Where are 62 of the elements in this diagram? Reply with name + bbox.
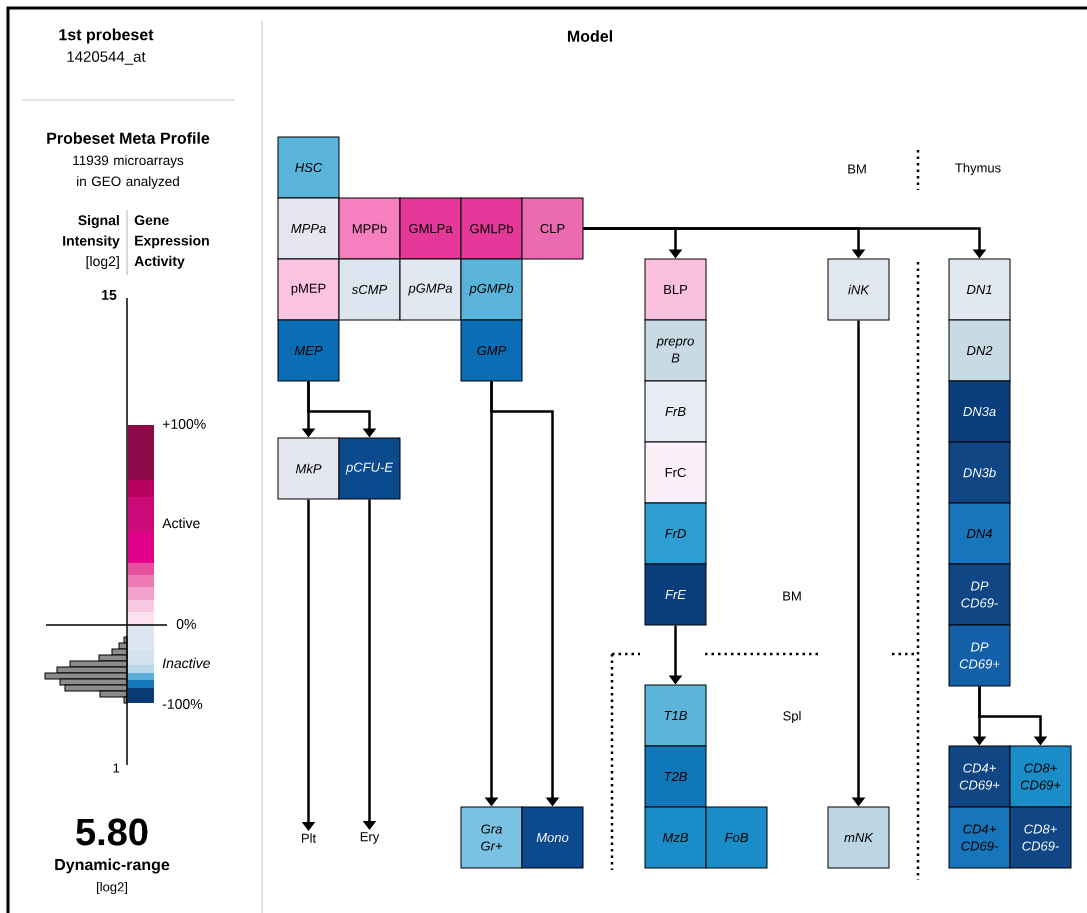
cell-box: Gra Gr+ [460,806,523,869]
cell-box: Mono [521,806,584,869]
heading: 1st probeset [59,28,154,44]
region-label: BM [848,164,866,174]
cell-box: GMLPb [460,197,523,260]
cell-box: HSC [277,136,340,199]
scale-label: Active [162,517,200,529]
cell-box: prepro B [644,319,707,382]
region-label: Thymus [955,162,1001,176]
cell-box: MPPb [338,197,401,260]
cell-box: FoB [705,806,768,869]
cell-box: mNK [827,806,890,869]
cell-box: DN3a [948,380,1011,443]
cell-box: FrE [644,563,707,626]
cell-box: MkP [277,437,340,500]
scale-label: +100% [162,419,206,429]
cell-box: pGMPa [399,258,462,321]
cell-box: DN3b [948,441,1011,504]
cell-box: FrD [644,502,707,565]
cell-box: DN4 [948,502,1011,565]
region-label: BM [783,591,801,601]
label-text: Dynamic-range [55,858,170,874]
value-text: 5.80 [76,818,148,846]
cell-box: sCMP [338,258,401,321]
cell-box: iNK [827,258,890,321]
cell-box: T2B [644,745,707,808]
cell-box: CD8+ CD69+ [1009,745,1072,808]
scale-label: -100% [162,699,203,709]
cell-box: pGMPb [460,258,523,321]
cell-box: pCFU-E [338,437,401,500]
cell-box: CD8+ CD69- [1009,806,1072,869]
label-text: 1420544_at [67,51,146,65]
axis-tick-label: 15 [102,290,117,300]
cell-box: MEP [277,319,340,382]
cell-box: pMEP [277,258,340,321]
cell-label: Ery [360,832,380,844]
heading: Model [567,30,612,42]
cell-box: DN1 [948,258,1011,321]
cell-box: T1B [644,684,707,747]
label-text: 11939 microarrays in GEO analyzed [73,155,184,189]
cell-box: DP CD69- [948,563,1011,626]
cell-box: DN2 [948,319,1011,382]
axis-title: Gene Expression Activity [134,215,209,269]
axis-title: Signal Intensity [log2] [63,215,120,269]
cell-box: FrC [644,441,707,504]
region-label: Spl [783,710,801,724]
scale-label: Inactive [162,657,210,669]
cell-label: Plt [302,833,316,843]
cell-box: BLP [644,258,707,321]
cell-box: DP CD69+ [948,624,1011,687]
cell-box: GMP [460,319,523,382]
heading: Probeset Meta Profile [47,132,210,144]
scale-label: 0% [176,619,196,629]
axis-tick-label: 1 [113,763,120,773]
cell-box: MPPa [277,197,340,260]
cell-box: CD4+ CD69+ [948,745,1011,808]
cell-box: CLP [521,197,584,260]
cell-box: MzB [644,806,707,869]
cell-box: GMLPa [399,197,462,260]
cell-box: FrB [644,380,707,443]
cell-box: CD4+ CD69- [948,806,1011,869]
label-text: [log2] [97,881,127,895]
